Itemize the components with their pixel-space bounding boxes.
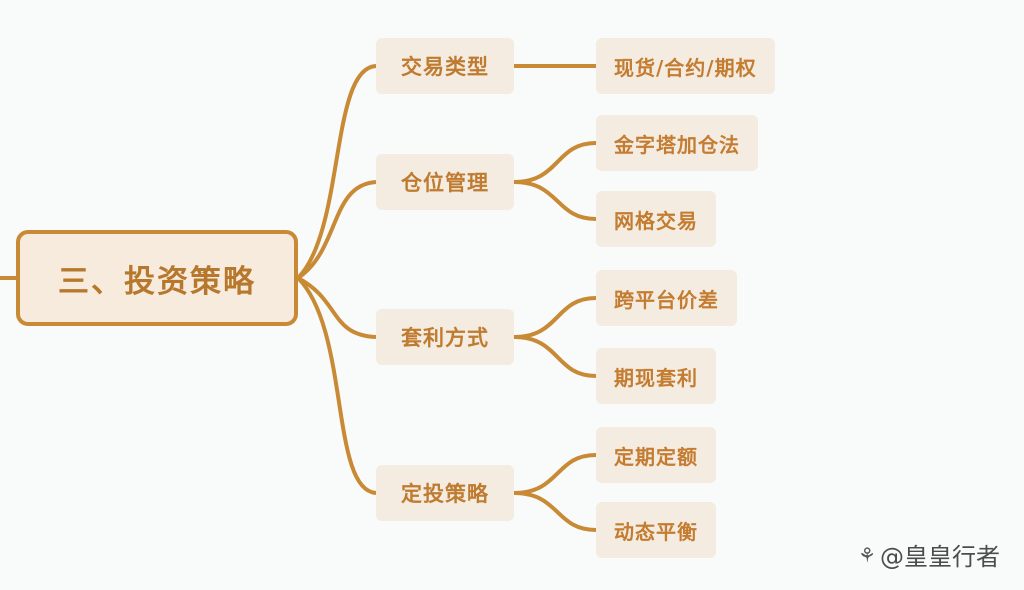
- connector-branch-4-child-1: [513, 453, 597, 495]
- connector-branch-3-child-2: [513, 335, 597, 378]
- connector-branch-4-child-2: [513, 491, 597, 532]
- connector-root-branch-3: [297, 276, 377, 339]
- watermark-text: @皇皇行者: [880, 543, 1000, 571]
- leaf-node-spot-contract-option[interactable]: 现货/合约/期权: [596, 38, 775, 94]
- connector-branch-3-child-1: [513, 296, 597, 339]
- branch-node-trade-type[interactable]: 交易类型: [376, 38, 514, 94]
- leaf-node-fixed-periodic-amount[interactable]: 定期定额: [596, 427, 716, 483]
- leaf-node-grid-trading[interactable]: 网格交易: [596, 191, 716, 247]
- branch-node-arbitrage-method[interactable]: 套利方式: [376, 309, 514, 365]
- watermark: ⚘ @皇皇行者: [858, 537, 1000, 572]
- branch-node-dca-strategy[interactable]: 定投策略: [376, 465, 514, 521]
- connector-root-branch-2: [296, 180, 377, 280]
- paw-icon: ⚘: [858, 542, 876, 567]
- leaf-node-dynamic-rebalance[interactable]: 动态平衡: [596, 502, 716, 558]
- branch-node-position-management[interactable]: 仓位管理: [376, 154, 514, 210]
- leaf-node-futures-spot-arbitrage[interactable]: 期现套利: [596, 348, 716, 404]
- connector-branch-2-child-1: [513, 141, 597, 184]
- root-node[interactable]: 三、投资策略: [16, 230, 298, 326]
- connector-root-branch-4: [296, 276, 377, 495]
- connector-branch-2-child-2: [513, 180, 597, 221]
- connector-root-branch-1: [296, 64, 377, 280]
- leaf-node-pyramid-add[interactable]: 金字塔加仓法: [596, 115, 758, 171]
- leaf-node-cross-platform-spread[interactable]: 跨平台价差: [596, 270, 737, 326]
